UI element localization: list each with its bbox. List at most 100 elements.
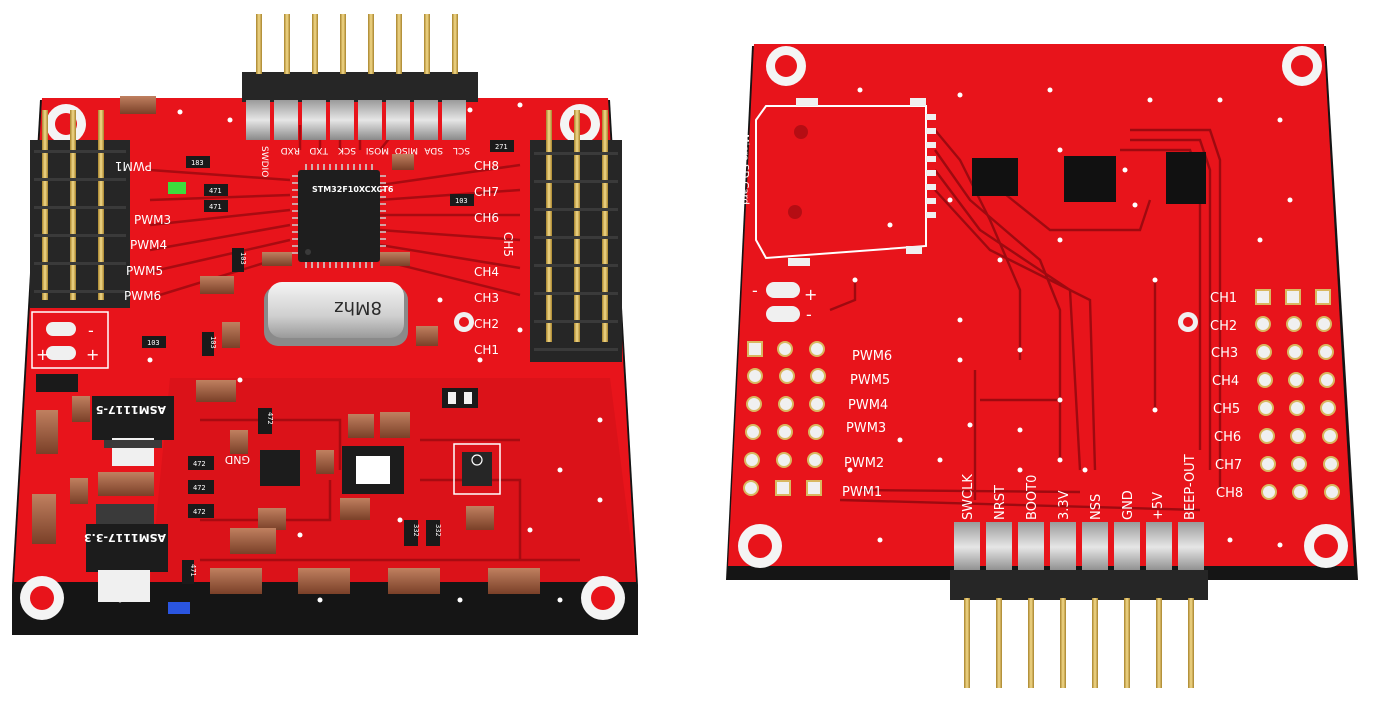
front-traces (149, 124, 580, 562)
front-top-header (242, 14, 478, 140)
resistor-code: 271 (495, 143, 508, 151)
back-pwm-holes (743, 341, 826, 496)
back-pwm-labels: PWM6 PWM5 PWM4 PWM3 PWM2 PWM1 (842, 349, 892, 500)
front-header-label: SCL (453, 145, 470, 155)
front-ch-label: CH2 (474, 317, 499, 331)
front-ch-label: CH7 (474, 185, 499, 199)
back-ch-label: CH7 (1215, 458, 1242, 473)
front-pwm-labels: PWM1 PWM3 PWM4 PWM5 PWM6 (115, 159, 171, 303)
back-vias (847, 87, 1293, 548)
back-ch-label: CH3 (1211, 346, 1238, 361)
back-header-label: SWCLK (961, 474, 976, 520)
resistor-code: 103 (455, 197, 468, 205)
front-capacitors (32, 96, 540, 594)
regulator-5v-label: ASM1117-5 (96, 403, 166, 416)
back-header-label: GND (1121, 490, 1136, 520)
front-power-terminal: + + - (31, 311, 109, 369)
resistor-code: 471 (209, 187, 222, 195)
back-header-label: NSS (1089, 494, 1104, 520)
front-top-header-labels: SCL SDA MISO MOSI SCK TXD RXD SWDIO (259, 145, 470, 177)
resistor-code: 472 (193, 484, 206, 492)
back-header-label: BOOT0 (1025, 475, 1040, 520)
back-mounting-holes (738, 46, 1348, 568)
front-resistors: 271 183 471 471 103 103 103 103 472 472 … (142, 140, 514, 584)
front-sot-ic (453, 443, 501, 495)
front-ch-label: CH8 (474, 159, 499, 173)
back-pad (972, 158, 1018, 196)
front-mount-pad-hole (459, 317, 469, 327)
front-ch-labels: CH8 CH7 CH6 CH5 CH4 CH3 CH2 CH1 (474, 159, 515, 357)
back-ch-label: CH1 (1210, 291, 1237, 306)
resistor-code: 332 (434, 524, 442, 537)
resistor-code: 472 (193, 460, 206, 468)
resistor-code: 103 (239, 252, 247, 265)
front-ch-label: CH5 (501, 232, 515, 257)
mcu-label: STM32F10XCXCT6 (312, 185, 394, 194)
blue-led (168, 602, 190, 614)
back-pwm-label: PWM5 (850, 373, 890, 388)
regulator-5v: ASM1117-5 (92, 396, 174, 466)
power-plus-label: + (36, 345, 49, 364)
back-header-pins (964, 598, 1194, 688)
front-pwm-label: PWM6 (124, 289, 161, 303)
back-power-plus: + (804, 285, 817, 304)
back-ch-label: CH4 (1212, 374, 1239, 389)
front-ch-label: CH3 (474, 291, 499, 305)
front-header-label: SWDIO (259, 146, 269, 177)
front-mcu-chip: STM32F10XCXCT6 (292, 164, 394, 268)
power-minus-label: - (88, 321, 94, 340)
back-pwm-label: PWM1 (842, 485, 882, 500)
back-pwm-label: PWM4 (848, 398, 888, 413)
front-header-label: MISO (395, 145, 418, 155)
green-led (168, 182, 186, 194)
back-pwm-label: PWM3 (846, 421, 886, 436)
power-plus-label: + (86, 345, 99, 364)
resistor-code: 472 (193, 508, 206, 516)
front-header-label: RXD (281, 145, 300, 155)
front-top-header-shrouds (246, 100, 466, 140)
front-header-label: TXD (309, 145, 329, 155)
back-bottom-header-labels: SWCLK NRST BOOT0 3.3V NSS GND +5V BEEP-O… (961, 454, 1198, 520)
back-power-minus: - (752, 281, 758, 300)
front-left-header (30, 110, 130, 308)
back-power-minus: - (806, 305, 812, 324)
resistor-code: 332 (412, 524, 420, 537)
back-header-label: BEEP-OUT (1183, 454, 1198, 520)
front-right-header (530, 110, 622, 362)
front-header-label: SCK (337, 145, 356, 155)
back-board: Micro SD Card - + - P (726, 44, 1358, 688)
resistor-code: 472 (266, 412, 274, 425)
front-pwm-label: PWM5 (126, 264, 163, 278)
sd-label: Micro SD Card (739, 134, 750, 205)
resistor-code: 103 (209, 336, 217, 349)
front-diode (36, 374, 78, 392)
front-top-header-pins (256, 14, 458, 74)
resistor-code: 103 (147, 339, 160, 347)
back-header-label: 3.3V (1057, 490, 1072, 520)
back-pad (1166, 152, 1206, 204)
back-ch-label: CH6 (1214, 430, 1241, 445)
back-ch-label: CH8 (1216, 486, 1243, 501)
back-pwm-label: PWM2 (844, 456, 884, 471)
back-ch-label: CH5 (1213, 402, 1240, 417)
front-pwm-label: PWM4 (130, 238, 167, 252)
back-header-label: +5V (1151, 492, 1166, 520)
front-ch-label: CH1 (474, 343, 499, 357)
front-small-ic: GND (225, 450, 300, 486)
resistor-code: 183 (191, 159, 204, 167)
back-ch-holes (1255, 289, 1340, 500)
front-ch-label: CH4 (474, 265, 499, 279)
gnd-label: GND (225, 453, 250, 466)
front-qfn-ic (342, 446, 404, 494)
resistor-code: 471 (209, 203, 222, 211)
back-ch-label: CH2 (1210, 319, 1237, 334)
front-pwm-label: PWM3 (134, 213, 171, 227)
front-crystal: 8Mhz (264, 282, 408, 346)
back-pad (1064, 156, 1116, 202)
regulator-3v3-label: ASM1117-3.3 (84, 531, 166, 544)
back-ch-labels: CH1 CH2 CH3 CH4 CH5 CH6 CH7 CH8 (1210, 291, 1243, 501)
back-power-terminal: - + - (752, 281, 817, 324)
resistor-code: 471 (189, 564, 197, 577)
front-header-label: MOSI (366, 145, 389, 155)
